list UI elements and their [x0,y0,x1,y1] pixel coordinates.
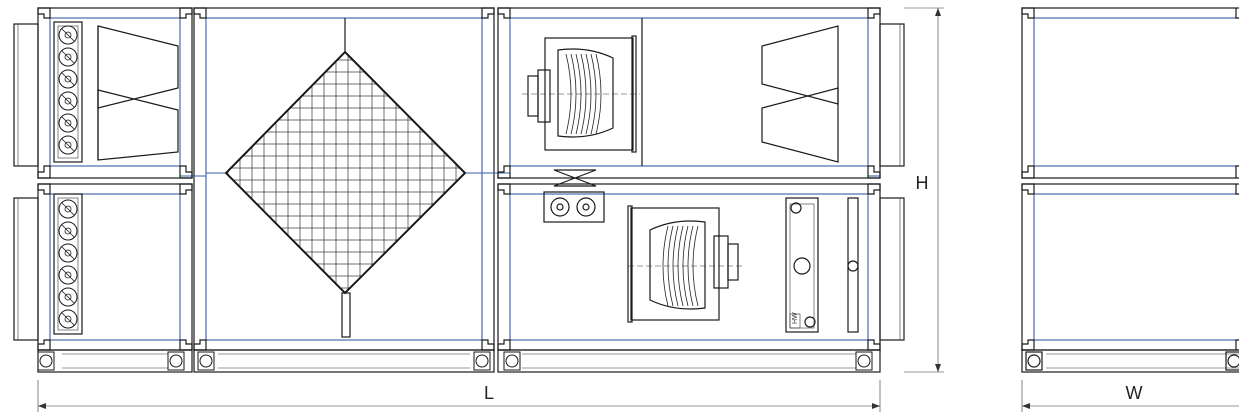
damper-blade [58,221,78,241]
heater-label: HW [792,312,799,324]
damper-blade [58,287,78,307]
width-label: W [1126,383,1143,403]
bag-filter [97,25,179,161]
base-foot [37,351,55,371]
base-foot [473,351,491,371]
base-foot [503,351,521,371]
base-foot [197,351,215,371]
front-view: HW L [13,7,944,412]
damper-blade [58,47,78,67]
inner-panels [49,17,880,341]
side-view: W [1021,7,1239,412]
height-label: H [916,173,929,193]
panel-filter [761,25,839,163]
damper-blade [58,243,78,263]
right-duct-flanges [879,23,905,341]
supply-fan [522,35,640,153]
heating-coil: HW [785,197,859,333]
base-feet [37,351,873,371]
base-frame [37,349,881,373]
damper-blade [58,69,78,89]
dimension-width: W [1021,380,1239,412]
length-label: L [484,383,494,403]
damper-blade-set [58,25,78,329]
damper-blade [58,91,78,111]
damper-lower [53,193,83,335]
damper-blade [58,309,78,329]
damper-blade [58,135,78,155]
bypass-damper [543,169,605,223]
base-foot [167,351,185,371]
damper-blade [58,265,78,285]
damper-blade [58,113,78,133]
exhaust-fan [627,205,742,323]
base-foot [855,351,873,371]
dimension-height: H [904,7,944,373]
left-duct-flanges [13,23,39,341]
damper-blade [58,199,78,219]
plate-heat-exchanger [224,18,467,338]
dimension-length: L [37,380,881,412]
casing-sections [37,7,881,351]
damper-blade [58,25,78,45]
